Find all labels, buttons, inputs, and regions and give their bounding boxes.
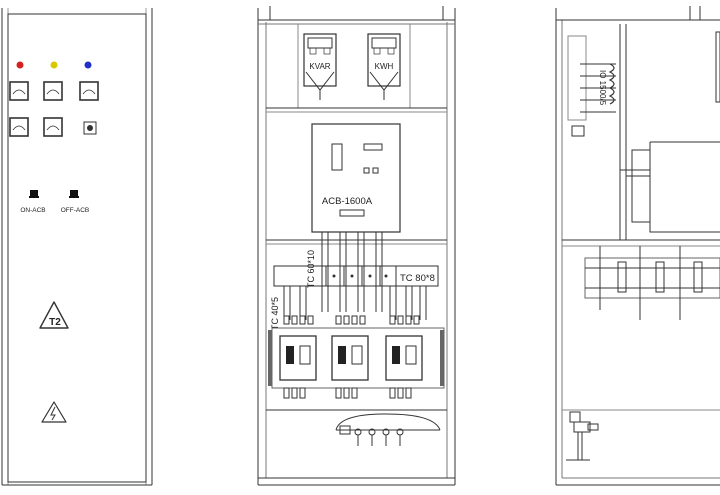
mccb-breaker: [331, 315, 369, 381]
mccb-breaker: [385, 315, 423, 381]
busbar-support: [693, 261, 703, 293]
kvar-label: KVAR: [309, 62, 330, 71]
kwh-meter: [367, 33, 401, 100]
busbar-support: [617, 261, 627, 293]
ct-label: IO 1500/5: [598, 70, 607, 106]
on-acb-button: [29, 190, 39, 198]
panel-meter: [43, 117, 63, 137]
current-transformer: [567, 35, 616, 137]
terminal-strip-left: [268, 330, 272, 386]
panel-meter: [79, 81, 99, 101]
panel-meter: [9, 81, 29, 101]
panel-meter: [43, 81, 63, 101]
busbar-support: [655, 261, 665, 293]
off-acb-button: [69, 190, 79, 198]
warning-triangle-icon: [39, 301, 69, 329]
selector-switch: [83, 121, 97, 135]
busbar-branch-label: TC 40*5: [270, 297, 280, 330]
indicator-lamp-red: [16, 61, 24, 69]
indicator-lamp-yellow: [50, 61, 58, 69]
high-voltage-icon: [41, 401, 67, 423]
kwh-label: KWH: [375, 62, 394, 71]
busbar-main-label: TC 80*8: [400, 273, 435, 284]
acb-breaker: [311, 123, 401, 233]
warning-label: T2: [49, 317, 61, 328]
panel-meter: [9, 117, 29, 137]
cable-gland-plate: [335, 413, 441, 446]
off-acb-label: OFF-ACB: [61, 207, 90, 214]
on-acb-label: ON-ACB: [20, 207, 45, 214]
busbar-riser-label: TC 60*10: [306, 250, 316, 288]
front-panel: ON-ACB OFF-ACB T2: [1, 8, 153, 486]
cable-gland: [566, 411, 599, 461]
acb-label: ACB-1600A: [322, 196, 373, 207]
terminal-strip-right: [440, 330, 444, 386]
side-panel: IO 1500/5: [555, 6, 720, 486]
interior-panel: KVAR KWH ACB-1600A: [257, 6, 456, 486]
mccb-breaker: [279, 315, 317, 381]
kvar-meter: [303, 33, 337, 100]
indicator-lamp-blue: [84, 61, 92, 69]
